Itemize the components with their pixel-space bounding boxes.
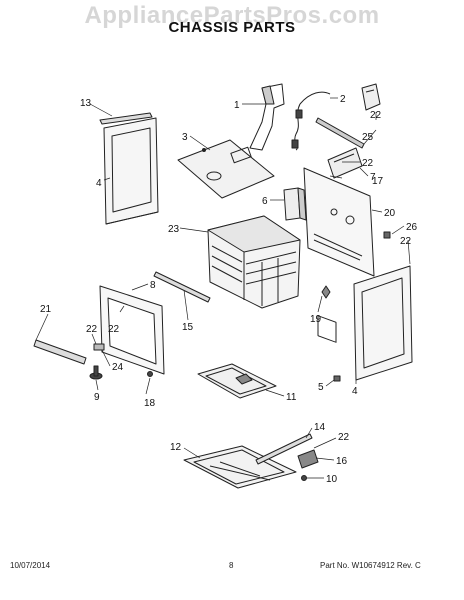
callout-22-drawer: 22 — [338, 432, 350, 443]
callout-22-rail: 22 — [362, 158, 374, 169]
callout-9: 9 — [94, 392, 100, 403]
callout-12: 12 — [170, 442, 182, 453]
part-drawer-slide — [255, 433, 313, 465]
callout-labels: 1 2 3 4 4 5 6 7 8 9 10 11 12 13 14 15 16… — [40, 94, 418, 485]
callout-10: 10 — [326, 474, 338, 485]
part-control-box — [283, 187, 307, 221]
part-drawer — [183, 445, 297, 489]
callout-22-frame: 22 — [108, 324, 120, 335]
callout-22-back: 22 — [400, 236, 412, 247]
callout-23: 23 — [168, 224, 180, 235]
part-front-trim-rod — [153, 271, 211, 303]
part-screw-18 — [147, 371, 153, 377]
part-broiler-pan — [197, 363, 277, 399]
callout-4-right: 4 — [352, 386, 358, 397]
part-oven-cavity — [207, 215, 301, 309]
part-vent-duct — [249, 83, 285, 151]
part-clip-small — [321, 285, 331, 299]
callout-15: 15 — [182, 322, 194, 333]
part-door-trim — [99, 112, 153, 125]
part-door-panel-left — [103, 117, 159, 225]
callout-13: 13 — [80, 98, 92, 109]
part-wire-harness — [291, 91, 331, 151]
part-toe-kick — [33, 339, 87, 365]
callout-leaders — [35, 97, 411, 479]
callout-16: 16 — [336, 456, 348, 467]
watermark: AppliancePartsPros.com — [84, 2, 380, 29]
part-front-frame — [99, 285, 165, 375]
callout-5: 5 — [318, 382, 324, 393]
callout-14: 14 — [314, 422, 326, 433]
callout-6: 6 — [262, 196, 268, 207]
callout-22-frame-left: 22 — [86, 324, 98, 335]
part-top-rail — [327, 147, 363, 179]
callout-26: 26 — [406, 222, 418, 233]
callout-17: 17 — [372, 176, 384, 187]
callout-24: 24 — [112, 362, 124, 373]
callout-19: 19 — [310, 314, 322, 325]
part-hinge — [93, 343, 105, 351]
footer-page-number: 8 — [229, 561, 234, 570]
callout-18: 18 — [144, 398, 156, 409]
callout-11: 11 — [286, 392, 297, 403]
part-clip — [383, 231, 391, 239]
footer-date: 10/07/2014 — [10, 561, 51, 570]
footer-part-number: Part No. W10674912 Rev. C — [320, 561, 421, 570]
callout-1: 1 — [234, 100, 240, 111]
callout-20: 20 — [384, 208, 396, 219]
callout-2: 2 — [340, 94, 346, 105]
callout-8: 8 — [150, 280, 156, 291]
part-top-panel — [177, 139, 275, 199]
part-screw-5 — [333, 375, 341, 382]
callout-7: 7 — [370, 172, 376, 183]
part-drawer-glide — [297, 449, 319, 469]
callout-21: 21 — [40, 304, 52, 315]
part-leg-leveler — [89, 365, 103, 380]
page-title: CHASSIS PARTS — [168, 19, 296, 36]
callout-3: 3 — [182, 132, 188, 143]
part-screw-10 — [301, 475, 307, 481]
part-door-panel-right — [353, 265, 413, 381]
callout-4-left: 4 — [96, 178, 102, 189]
part-corner-bracket — [361, 83, 381, 111]
callout-22-top-right: 22 — [370, 110, 382, 121]
part-back-panel — [303, 167, 375, 343]
callout-25: 25 — [362, 132, 374, 143]
part-bracket-strip — [315, 117, 365, 149]
